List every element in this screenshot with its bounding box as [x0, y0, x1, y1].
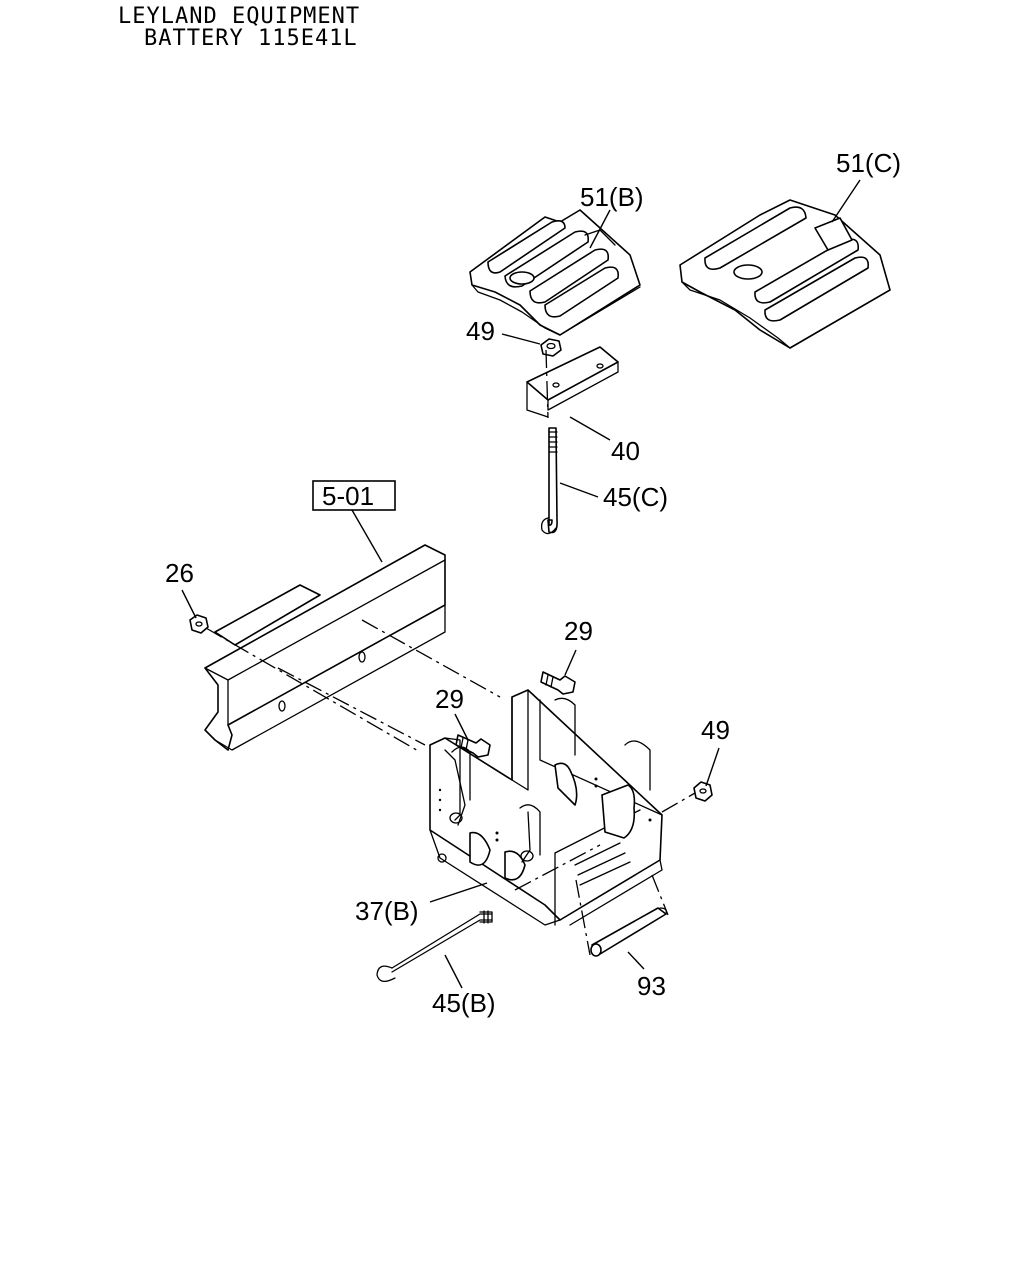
nut-top[interactable] [540, 338, 562, 357]
callout-51c: 51(C) [836, 148, 901, 178]
callout-49-top: 49 [466, 316, 495, 346]
callout-40: 40 [611, 436, 640, 466]
callout-45c: 45(C) [603, 482, 668, 512]
battery-bracket[interactable] [429, 689, 663, 926]
battery-c[interactable] [679, 199, 891, 349]
bolt-right[interactable] [540, 671, 576, 695]
nut-right[interactable] [693, 781, 713, 802]
clamp-plate[interactable] [526, 346, 619, 418]
callout-93: 93 [637, 971, 666, 1001]
callout-51b: 51(B) [580, 182, 644, 212]
callout-29-left: 29 [435, 684, 464, 714]
rod[interactable] [590, 907, 668, 957]
hook-bolt-c[interactable] [540, 427, 558, 535]
frame-rail [204, 544, 446, 751]
title-line-2: BATTERY 115E41L [144, 26, 358, 51]
leader-lines [181, 179, 861, 989]
title-line-1: LEYLAND EQUIPMENT [118, 4, 361, 29]
battery-b[interactable] [469, 209, 641, 336]
callout-49-right: 49 [701, 715, 730, 745]
callout-26: 26 [165, 558, 194, 588]
callout-37b: 37(B) [355, 896, 419, 926]
callout-45b: 45(B) [432, 988, 496, 1018]
hook-bolt-b[interactable] [376, 910, 493, 982]
nut-frame[interactable] [189, 614, 209, 634]
callout-29-right: 29 [564, 616, 593, 646]
assembly-lines [205, 349, 696, 956]
reference-box-label: 5-01 [322, 481, 374, 511]
reference-box[interactable]: 5-01 [312, 480, 396, 563]
